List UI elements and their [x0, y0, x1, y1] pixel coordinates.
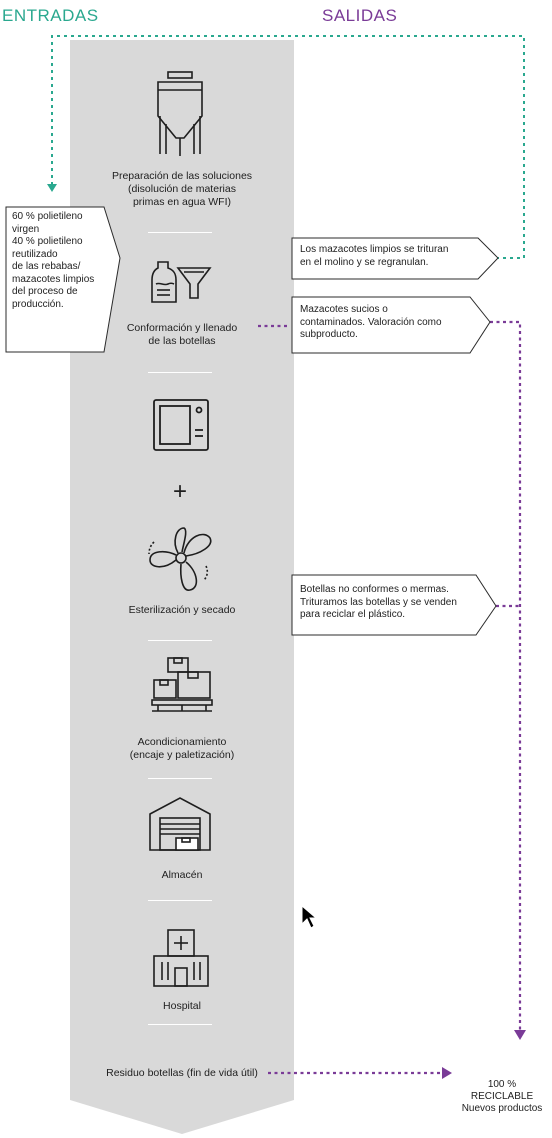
recyclable-result: 100 % RECICLABLE Nuevos productos [452, 1079, 552, 1115]
input-line: mazacotes limpios [12, 273, 95, 285]
waste-arrowhead [442, 1067, 452, 1079]
output-line: subproducto. [300, 329, 358, 340]
input-box-text: 60 % polietileno virgen 40 % polietileno… [12, 211, 108, 311]
separator [148, 900, 212, 901]
step-label-sterilization: Esterilización y secado [82, 604, 282, 617]
separator [148, 778, 212, 779]
result-percent: 100 % [487, 1079, 517, 1090]
input-line: 60 % polietileno [12, 211, 83, 222]
step-label-preparation: Preparación de las soluciones (disolució… [82, 170, 282, 209]
result-sub: Nuevos productos [461, 1103, 543, 1114]
separator [148, 372, 212, 373]
hospital-icon [153, 929, 209, 987]
warehouse-icon [149, 797, 211, 851]
autoclave-icon [153, 399, 209, 451]
output-line: Trituramos las botellas y se venden [300, 596, 457, 608]
step-label-text: Esterilización y secado [128, 604, 236, 616]
step-label-text: Conformación y llenado de las botellas [126, 322, 238, 347]
result-label: RECICLABLE [470, 1091, 534, 1102]
fan-icon [148, 527, 212, 591]
output-line: contaminados. Valoración como [300, 316, 442, 328]
step-label-text: Acondicionamiento (encaje y paletización… [129, 736, 235, 761]
output-line: en el molino y se regranulan. [300, 256, 429, 268]
output-line: Botellas no conformes o mermas. [300, 584, 449, 595]
separator [148, 640, 212, 641]
output-box-dirty [291, 296, 491, 354]
recycle-loop-arrowhead [47, 184, 57, 192]
tank-icon [157, 71, 203, 156]
recycle-loop-line [51, 35, 525, 259]
output-line: Los mazacotes limpios se trituran [300, 244, 449, 255]
input-box [5, 206, 121, 353]
output-line: para reciclar el plástico. [300, 609, 406, 620]
separator [148, 1024, 212, 1025]
step-label-packaging: Acondicionamiento (encaje y paletización… [82, 736, 282, 762]
step-label-text: Hospital [163, 1000, 201, 1012]
output-box-rejects [291, 574, 497, 636]
step-label-waste: Residuo botellas (fin de vida útil) [72, 1067, 292, 1080]
plus-sign: + [172, 478, 187, 505]
bottle-filling-icon [151, 261, 212, 303]
output-box-clean [291, 237, 499, 280]
input-line: producción. [12, 298, 64, 310]
inputs-header: ENTRADAS [2, 6, 99, 25]
process-band [70, 40, 294, 1134]
output-box-dirty-text: Mazacotes sucios o contaminados. Valorac… [300, 304, 476, 342]
step-label-hospital: Hospital [82, 1000, 282, 1013]
step-label-warehouse: Almacén [82, 869, 282, 882]
input-line: reutilizado [12, 248, 58, 260]
output-box-clean-text: Los mazacotes limpios se trituran en el … [300, 244, 480, 269]
boxes-pallet-icon [151, 657, 213, 712]
step-label-text: Almacén [161, 869, 203, 881]
input-line: virgen [12, 223, 40, 235]
step-label-text: Residuo botellas (fin de vida útil) [106, 1067, 258, 1079]
input-line: 40 % polietileno [12, 236, 83, 247]
output-line: Mazacotes sucios o [300, 304, 388, 315]
outputs-header: SALIDAS [322, 6, 398, 25]
output-box-rejects-text: Botellas no conformes o mermas. Trituram… [300, 584, 480, 622]
mouse-cursor-icon [301, 904, 318, 929]
step-label-forming: Conformación y llenado de las botellas [82, 322, 282, 348]
collector-arrowhead [514, 1030, 526, 1040]
separator [148, 232, 212, 233]
byproduct-line [490, 320, 522, 1030]
input-line: del proceso de [12, 286, 78, 297]
step-label-text: Preparación de las soluciones (disolució… [111, 170, 253, 208]
input-line: de las rebabas/ [12, 261, 81, 272]
